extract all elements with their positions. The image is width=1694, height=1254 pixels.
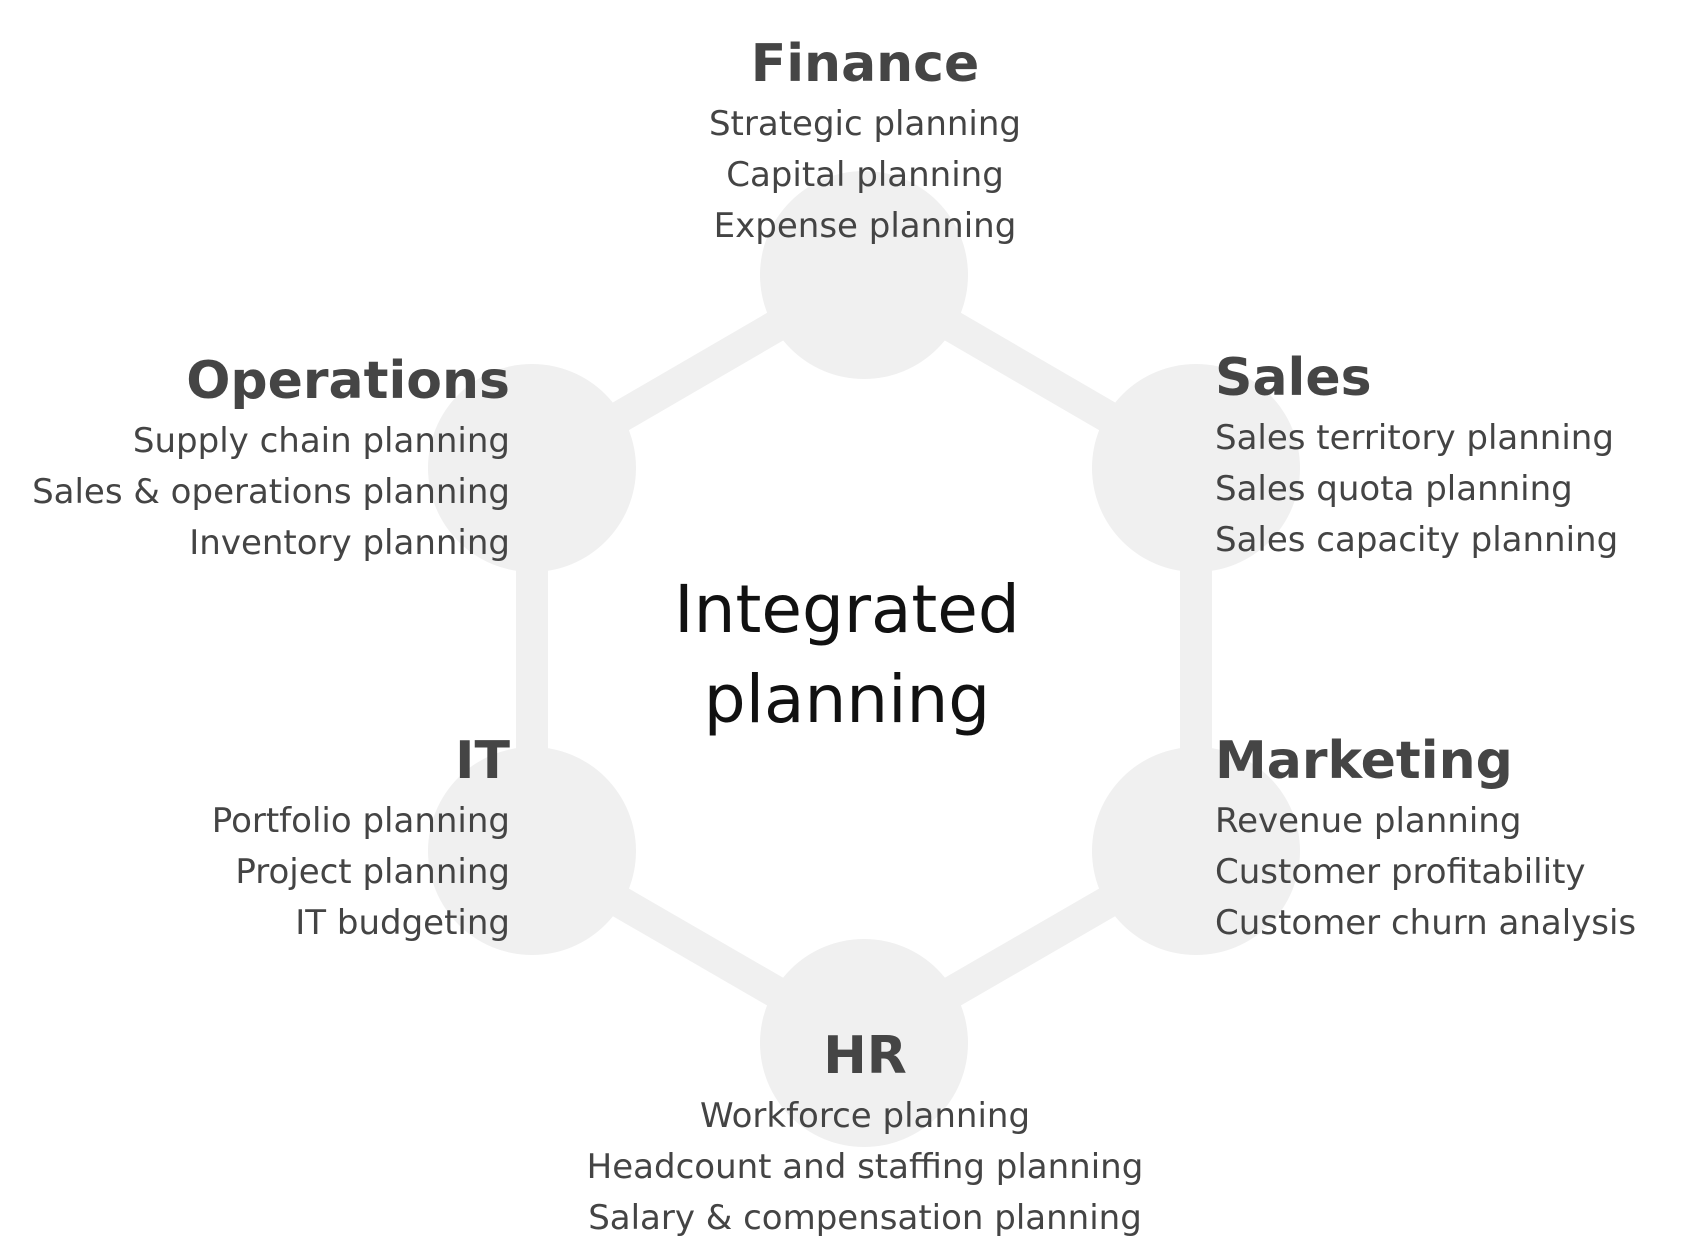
- it-item: Project planning: [235, 852, 510, 892]
- hexagon-nodes: [428, 171, 1300, 1147]
- marketing-title: Marketing: [1215, 731, 1513, 791]
- hr-item: Headcount and staffing planning: [586, 1147, 1144, 1187]
- finance-item: Capital planning: [726, 155, 1004, 195]
- finance-item: Strategic planning: [708, 104, 1022, 144]
- sales-title: Sales: [1215, 348, 1372, 408]
- center-title-line: Integrated: [674, 571, 1020, 648]
- sales-block: Sales Sales territory planning Sales quo…: [1215, 347, 1685, 566]
- operations-title: Operations: [186, 351, 510, 411]
- hr-block: HR Workforce planning Headcount and staf…: [555, 1025, 1175, 1244]
- it-item: IT budgeting: [295, 903, 510, 943]
- marketing-items: Revenue planning Customer profitability …: [1215, 796, 1685, 949]
- marketing-item: Customer churn analysis: [1215, 903, 1637, 943]
- finance-items: Strategic planning Capital planning Expe…: [555, 99, 1175, 252]
- hr-item: Workforce planning: [699, 1096, 1031, 1136]
- center-title: Integrated planning: [597, 565, 1097, 745]
- hr-title: HR: [823, 1026, 907, 1086]
- operations-node: [428, 364, 636, 572]
- it-node: [428, 747, 636, 955]
- center-title-line: planning: [703, 661, 991, 738]
- it-title: IT: [455, 731, 510, 791]
- it-item: Portfolio planning: [211, 801, 510, 841]
- it-block: IT Portfolio planning Project planning I…: [0, 730, 510, 949]
- sales-items: Sales territory planning Sales quota pla…: [1215, 413, 1685, 566]
- finance-item: Expense planning: [713, 206, 1017, 246]
- marketing-node: [1092, 747, 1300, 955]
- marketing-item: Revenue planning: [1215, 801, 1522, 841]
- operations-item: Supply chain planning: [132, 421, 510, 461]
- finance-title: Finance: [750, 34, 980, 94]
- it-items: Portfolio planning Project planning IT b…: [0, 796, 510, 949]
- hr-items: Workforce planning Headcount and staffin…: [555, 1091, 1175, 1244]
- operations-item: Inventory planning: [189, 523, 510, 563]
- sales-item: Sales quota planning: [1215, 469, 1573, 509]
- marketing-block: Marketing Revenue planning Customer prof…: [1215, 730, 1685, 949]
- marketing-item: Customer profitability: [1215, 852, 1586, 892]
- operations-item: Sales & operations planning: [32, 472, 510, 512]
- finance-block: Finance Strategic planning Capital plann…: [555, 33, 1175, 252]
- hr-item: Salary & compensation planning: [588, 1198, 1142, 1238]
- operations-items: Supply chain planning Sales & operations…: [0, 416, 510, 569]
- finance-node: [760, 171, 968, 379]
- sales-item: Sales capacity planning: [1215, 520, 1619, 560]
- operations-block: Operations Supply chain planning Sales &…: [0, 350, 510, 569]
- sales-item: Sales territory planning: [1215, 418, 1614, 458]
- sales-node: [1092, 364, 1300, 572]
- hr-node: [760, 939, 968, 1147]
